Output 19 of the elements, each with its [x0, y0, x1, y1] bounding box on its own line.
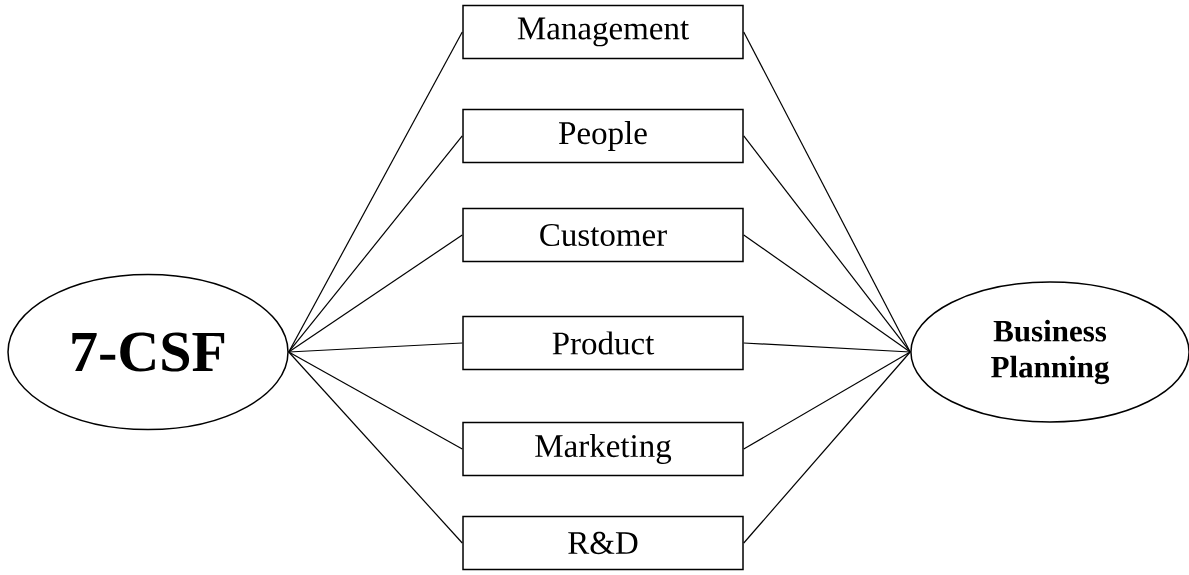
connector-line [288, 234, 463, 353]
connector-line [743, 234, 911, 353]
connector-line [288, 342, 463, 353]
factor-box: R&D [462, 515, 744, 571]
factor-box: People [462, 108, 744, 164]
factor-box: Product [462, 315, 744, 371]
connector-line [743, 351, 911, 450]
connector-line [288, 351, 463, 450]
connector-line [743, 342, 911, 353]
connector-line [288, 31, 463, 353]
connector-line [288, 135, 463, 353]
factor-box: Management [462, 4, 744, 60]
factor-box: Customer [462, 207, 744, 263]
factor-box: Marketing [462, 421, 744, 477]
connector-line [288, 351, 463, 544]
connector-line [743, 135, 911, 353]
connector-line [743, 31, 911, 353]
connector-line [743, 351, 911, 544]
ellipse-node: 7-CSF [7, 273, 289, 431]
